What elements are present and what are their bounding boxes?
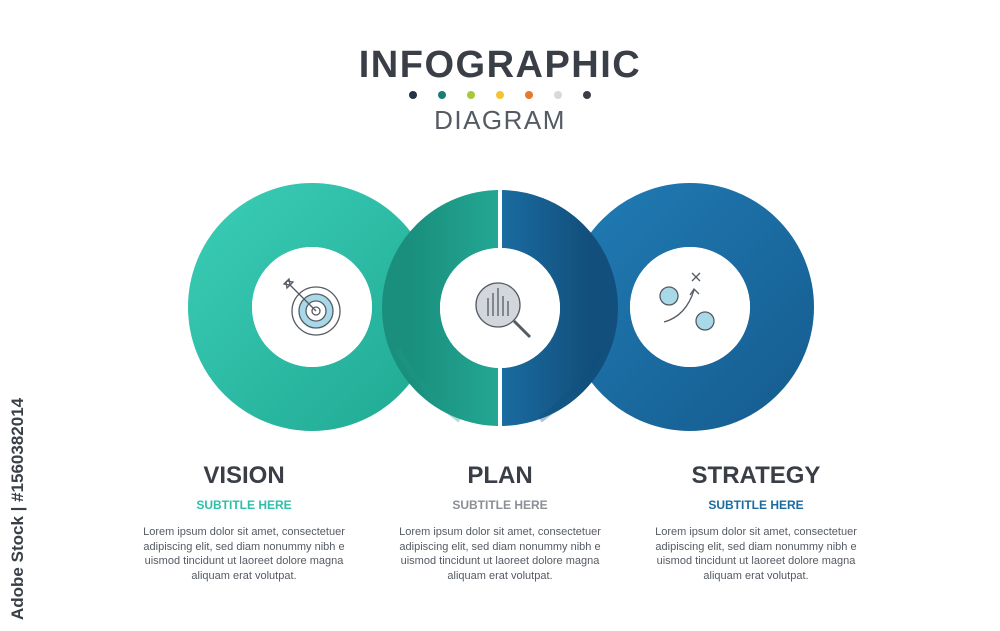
section-title: PLAN <box>467 462 533 489</box>
section-subtitle: SUBTITLE HERE <box>452 498 548 512</box>
section-subtitle: SUBTITLE HERE <box>708 498 804 512</box>
stock-watermark: Adobe Stock | #1560382014 <box>8 397 27 620</box>
body-line: adipiscing elit, sed diam nonummy nibh e <box>399 540 601 553</box>
infographic-title: INFOGRAPHIC <box>358 44 642 86</box>
magnifier-chart-icon <box>475 282 532 339</box>
body-line: aliquam erat volutpat. <box>447 569 553 582</box>
color-dot <box>554 91 562 99</box>
section-subtitle: SUBTITLE HERE <box>196 498 292 512</box>
body-line: Lorem ipsum dolor sit amet, consectetuer <box>143 526 345 538</box>
body-line: adipiscing elit, sed diam nonummy nibh e <box>655 540 857 553</box>
color-dot <box>525 91 533 99</box>
watermark-text: Adobe Stock | #1560382014 <box>8 397 27 620</box>
body-line: uismod tincidunt ut laoreet dolore magna <box>400 555 600 567</box>
plan-ring-right-half <box>502 190 618 426</box>
body-line: Lorem ipsum dolor sit amet, consectetuer <box>399 526 601 538</box>
section-body: Lorem ipsum dolor sit amet, consectetuer… <box>380 525 620 583</box>
strategy-center <box>630 247 750 367</box>
color-dot <box>409 91 417 99</box>
section-strategy: STRATEGY SUBTITLE HERE Lorem ipsum dolor… <box>636 460 876 583</box>
diagram-subtitle: DIAGRAM <box>434 105 566 135</box>
body-line: adipiscing elit, sed diam nonummy nibh e <box>143 540 345 553</box>
color-dot <box>496 91 504 99</box>
target-arrow-icon <box>282 277 341 336</box>
strategy-play-icon <box>659 272 715 331</box>
color-dots <box>0 91 1000 99</box>
section-body: Lorem ipsum dolor sit amet, consectetuer… <box>124 525 364 583</box>
color-dot <box>467 91 475 99</box>
section-body: Lorem ipsum dolor sit amet, consectetuer… <box>636 525 876 583</box>
body-line: uismod tincidunt ut laoreet dolore magna <box>144 555 344 567</box>
section-vision: VISION SUBTITLE HERE Lorem ipsum dolor s… <box>124 460 364 583</box>
section-title: VISION <box>203 462 285 489</box>
color-dot <box>583 91 591 99</box>
body-line: uismod tincidunt ut laoreet dolore magna <box>656 555 856 567</box>
body-line: aliquam erat volutpat. <box>191 569 297 582</box>
body-line: Lorem ipsum dolor sit amet, consectetuer <box>655 526 857 538</box>
plan-ring-left-half <box>382 190 498 426</box>
section-title: STRATEGY <box>691 462 821 489</box>
section-plan: PLAN SUBTITLE HERE Lorem ipsum dolor sit… <box>380 460 620 583</box>
body-line: aliquam erat volutpat. <box>703 569 809 582</box>
color-dot <box>438 91 446 99</box>
